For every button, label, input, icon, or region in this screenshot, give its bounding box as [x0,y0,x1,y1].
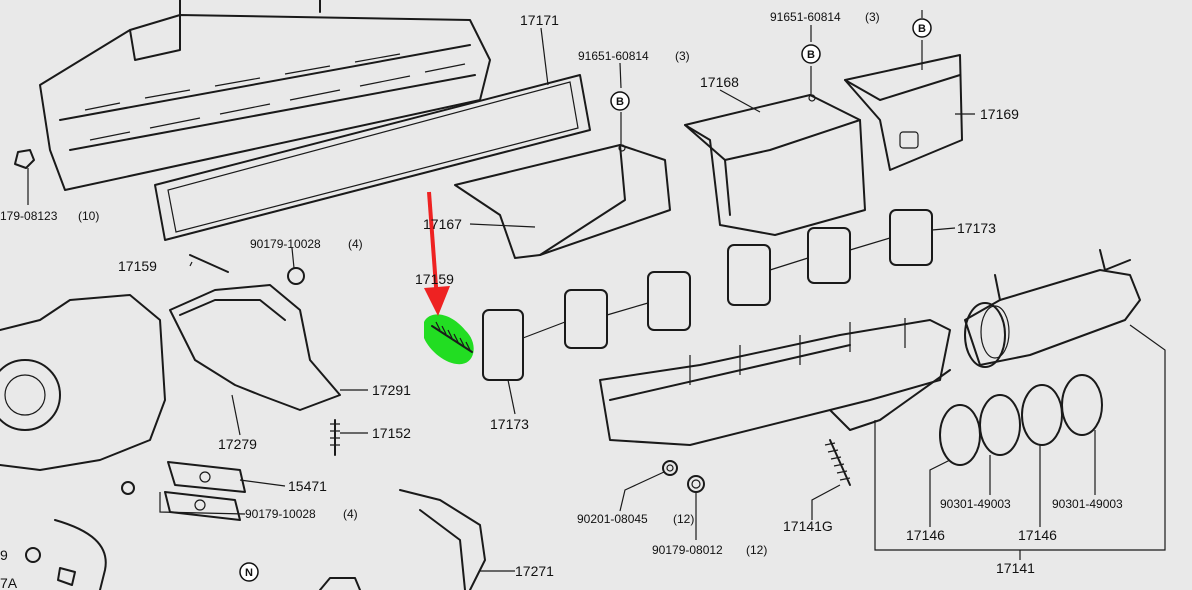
label-90201-08045-qty: (12) [673,512,694,526]
symbol-b-2: B [801,44,821,64]
label-90179-08012: 90179-08012 [652,543,723,557]
seal-rings [939,374,1103,466]
heat-shield-17167 [454,144,671,259]
red-arrow [424,191,450,316]
nuts [662,460,705,493]
highlighted-stud-17159 [424,314,474,365]
label-9: 9 [0,547,8,563]
label-17171: 17171 [520,12,559,28]
label-90179-10028-a: 90179-10028 [250,237,321,251]
label-90179-10028-b: 90179-10028 [245,507,316,521]
symbol-n-1: N [239,562,259,582]
label-17271: 17271 [515,563,554,579]
exhaust-gasket-upper [727,209,933,306]
label-91651-a-qty: (3) [675,49,690,63]
label-90301-a: 90301-49003 [940,497,1011,511]
exhaust-gasket-lower [482,271,691,381]
label-17279: 17279 [218,436,257,452]
turbocharger [0,294,166,471]
oil-pipe [25,481,135,590]
label-17159-b: 17159 [415,271,454,287]
stud-17159-upper [189,254,229,273]
stud-17152 [330,419,340,456]
label-17152: 17152 [372,425,411,441]
heat-shield-17271 [319,489,486,590]
svg-text:N: N [245,567,253,579]
label-17173-a: 17173 [957,220,996,236]
svg-text:B: B [807,49,815,61]
label-17141g: 17141G [783,518,833,534]
label-90179-08123-qty: (10) [78,209,99,223]
label-17141: 17141 [996,560,1035,576]
label-90201-08045: 90201-08045 [577,512,648,526]
label-15471: 15471 [288,478,327,494]
nut-90179-08123 [14,149,35,169]
label-91651-a: 91651-60814 [578,49,649,63]
label-91651-b: 91651-60814 [770,10,841,24]
label-17169: 17169 [980,106,1019,122]
label-17146-a: 17146 [906,527,945,543]
turbine-housing [169,284,341,411]
label-17173-b: 17173 [490,416,529,432]
svg-text:B: B [918,23,926,35]
stud-17141g [824,439,851,486]
nut-90179-10028-upper [287,267,305,285]
label-17168: 17168 [700,74,739,90]
intake-manifold [39,0,491,191]
label-90179-10028-b-qty: (4) [343,507,358,521]
label-17159-a: 17159 [118,258,157,274]
highlight-blob [424,314,474,365]
label-7a: 7A [0,575,18,590]
label-17146-b: 17146 [1018,527,1057,543]
label-90301-b: 90301-49003 [1052,497,1123,511]
label-90179-08123: 179-08123 [0,209,58,223]
label-17167: 17167 [423,216,462,232]
exhaust-manifold [599,318,951,446]
label-90179-10028-a-qty: (4) [348,237,363,251]
svg-text:B: B [616,96,624,108]
heat-shield-17168 [684,94,866,236]
gasket-15471 [164,461,246,521]
leader-lines [27,10,1166,572]
label-17291: 17291 [372,382,411,398]
exhaust-pipe [964,249,1141,368]
heat-shield-17169 [844,54,963,171]
symbol-b-1: B [610,91,630,111]
intake-gasket [154,74,591,241]
label-90179-08012-qty: (12) [746,543,767,557]
symbol-b-3: B [912,18,932,38]
label-91651-b-qty: (3) [865,10,880,24]
